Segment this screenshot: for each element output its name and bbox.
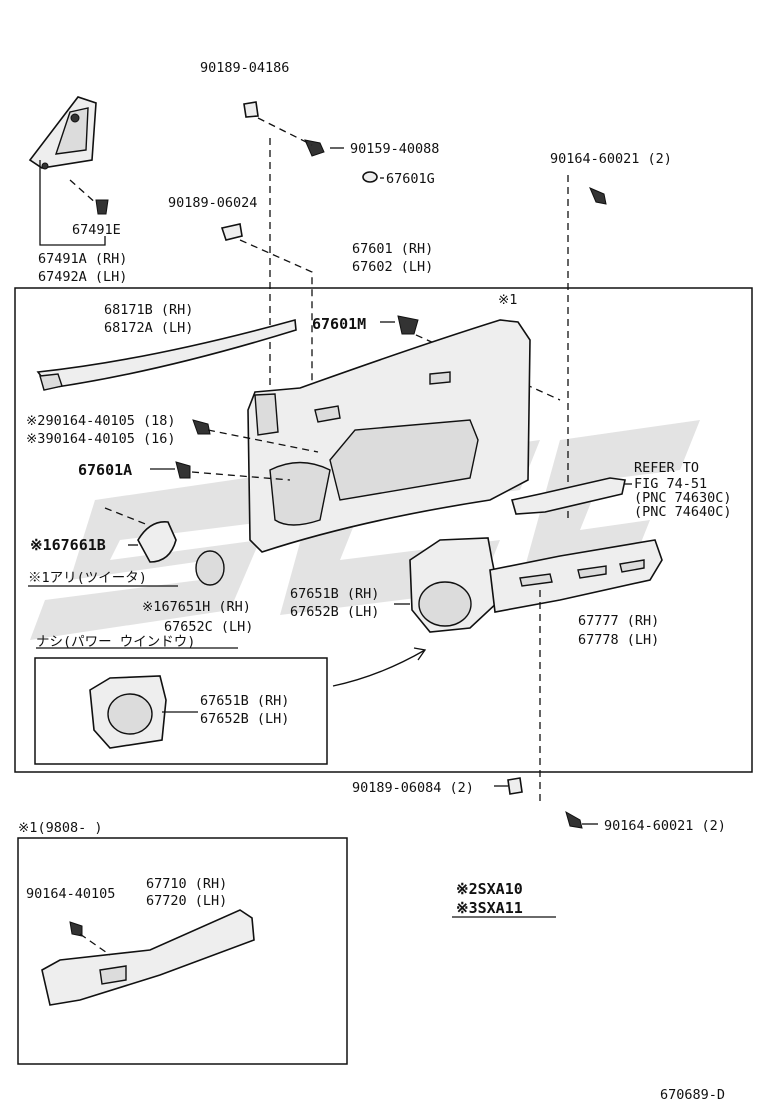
clip-67491E [95, 199, 109, 215]
label-67652B-inset: 67652B (LH) [200, 711, 289, 727]
label-legend-sxa11: ※3SXA11 [456, 899, 523, 917]
clip-90189-04186 [243, 101, 259, 118]
corner-garnish-part [28, 96, 97, 170]
clip-67601M [397, 315, 419, 335]
door-trim-panel [247, 319, 531, 553]
pocket-67777 [489, 539, 663, 613]
label-90164-60021-top: 90164-60021 (2) [550, 151, 672, 167]
plug-67601G [362, 171, 378, 183]
label-67601G: 67601G [386, 171, 435, 187]
label-67492A: 67492A (LH) [38, 269, 127, 285]
label-note1-top: ※1 [498, 292, 517, 308]
label-refer-4: (PNC 74640C) [634, 504, 732, 520]
label-67601A: 67601A [78, 461, 132, 479]
label-67720: 67720 (LH) [146, 893, 227, 909]
label-90164-40105-inset: 90164-40105 [26, 886, 115, 902]
label-90189-04186: 90189-04186 [200, 60, 289, 76]
no-power-window-box [34, 657, 328, 765]
label-67652B-main: 67652B (LH) [290, 604, 379, 620]
label-drawing-number: 670689-D [660, 1087, 725, 1103]
label-167651H: ※167651H (RH) [142, 599, 251, 615]
armrest-no-power-window [89, 675, 167, 749]
armrest-67651B [409, 537, 501, 633]
label-inset-title: ※1(9808- ) [18, 820, 102, 836]
label-67710: 67710 (RH) [146, 876, 227, 892]
clip-67601A [175, 461, 191, 479]
inside-handle-ref [510, 477, 626, 515]
weatherstrip-68171B [36, 318, 297, 391]
inset-trim-67710 [41, 909, 255, 1006]
tweeter-cover-167661B [137, 521, 177, 563]
screw-90164-60021-bottom [565, 810, 583, 829]
label-90189-06084: 90189-06084 (2) [352, 780, 474, 796]
clip-90189-06024 [220, 223, 243, 241]
label-90159-40088: 90159-40088 [350, 141, 439, 157]
label-refer-2: FIG 74-51 [634, 476, 707, 492]
main-frame [14, 287, 753, 773]
label-68172A: 68172A (LH) [104, 320, 193, 336]
screw-90159-40088 [304, 139, 325, 157]
label-67652C: 67652C (LH) [164, 619, 253, 635]
label-167661B: ※167661B [30, 536, 106, 554]
label-no-power-window: ナシ(パワー ウインドウ) [36, 634, 195, 650]
label-68171B: 68171B (RH) [104, 302, 193, 318]
label-67651B-inset: 67651B (RH) [200, 693, 289, 709]
label-90164-60021-bottom: 90164-60021 (2) [604, 818, 726, 834]
label-67778: 67778 (LH) [578, 632, 659, 648]
label-67602: 67602 (LH) [352, 259, 433, 275]
label-refer-1: REFER TO [634, 460, 699, 476]
label-67777: 67777 (RH) [578, 613, 659, 629]
label-67491E: 67491E [72, 222, 121, 238]
label-legend-sxa10: ※2SXA10 [456, 880, 523, 898]
label-67601: 67601 (RH) [352, 241, 433, 257]
label-67601M: 67601M [312, 315, 366, 333]
label-90189-06024: 90189-06024 [168, 195, 257, 211]
label-sxa11-screw: ※390164-40105 (16) [26, 431, 175, 447]
label-tweeter-note: ※1アリ(ツイータ) [28, 570, 147, 586]
screw-90164-40105 [192, 419, 211, 435]
inset-frame [17, 837, 348, 1065]
clip-90189-06084 [507, 777, 523, 795]
label-67491A: 67491A (RH) [38, 251, 127, 267]
screw-90164-60021-top [589, 187, 607, 205]
speaker-grille-167651H [195, 550, 225, 586]
label-refer-3: (PNC 74630C) [634, 490, 732, 506]
label-67651B-main: 67651B (RH) [290, 586, 379, 602]
label-sxa10-screw: ※290164-40105 (18) [26, 413, 175, 429]
